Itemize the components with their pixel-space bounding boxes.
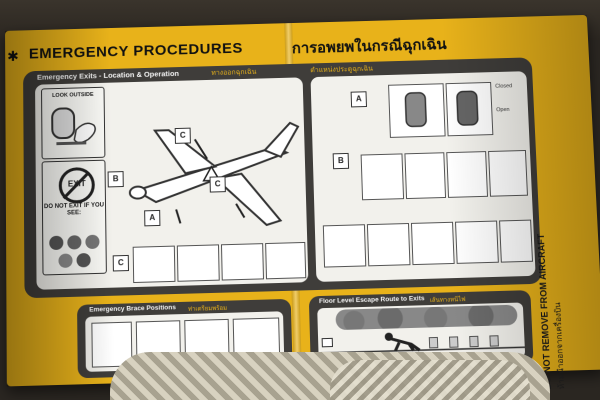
step-c4-illustration — [265, 241, 307, 280]
exit-label-c-right: C — [209, 176, 226, 193]
debris-hazard-icon — [58, 253, 73, 268]
step-label-c: C — [112, 254, 129, 272]
step-label-b: B — [332, 152, 350, 170]
step-d4-illustration — [455, 220, 499, 264]
look-outside-label: LOOK OUTSIDE — [52, 91, 94, 99]
open-label: Open — [496, 106, 510, 114]
card-title-thai: การอพยพในกรณีฉุกเฉิน — [291, 36, 447, 58]
step-a1-illustration — [388, 83, 446, 138]
look-outside-box: LOOK OUTSIDE — [41, 86, 106, 160]
exit-label-c-top: C — [174, 127, 191, 144]
floor-escape-panel: Floor Level Escape Route to Exits เส้นทา… — [308, 290, 534, 370]
obstruction-hazard-icon — [76, 252, 91, 268]
exits-heading: Emergency Exits - Location & Operation — [36, 69, 180, 82]
no-exit-sign-icon: EXIT — [58, 166, 95, 204]
floor-escape-heading: Floor Level Escape Route to Exits — [318, 295, 425, 306]
window-check-icon — [51, 108, 97, 146]
lap-blanket-right — [330, 360, 530, 400]
step-d5-illustration — [499, 219, 534, 263]
exits-heading-thai-2: ตำแหน่งประตูฉุกเฉิน — [310, 65, 374, 75]
step-c2-illustration — [176, 244, 220, 282]
card-title: EMERGENCY PROCEDURES — [28, 39, 244, 63]
safety-card: ✱ EMERGENCY PROCEDURES การอพยพในกรณีฉุกเ… — [5, 14, 600, 390]
smoke-hazard-icon — [67, 235, 82, 250]
door-handle-icon — [389, 84, 445, 137]
brace-heading: Emergency Brace Positions — [89, 304, 176, 314]
step-c1-illustration — [132, 245, 176, 284]
step-b1-illustration — [360, 153, 405, 201]
door-open-icon — [447, 83, 493, 135]
exits-left-sheet: LOOK OUTSIDE EXIT DO NOT EXIT IF YOU SEE… — [35, 77, 309, 290]
water-hazard-icon — [85, 234, 100, 250]
closed-label: Closed — [495, 83, 513, 90]
step-c3-illustration — [220, 243, 265, 281]
exits-panel: Emergency Exits - Location & Operation ท… — [23, 57, 543, 299]
fire-hazard-icon — [49, 235, 64, 251]
exit-label-b-left: B — [107, 171, 124, 188]
do-not-exit-label: DO NOT EXIT IF YOU SEE: — [43, 202, 105, 217]
step-d2-illustration — [366, 222, 411, 267]
airline-logo-icon: ✱ — [7, 48, 19, 64]
exits-right-sheet: A Closed Open B — [310, 71, 536, 282]
exit-label-a-bottom: A — [144, 209, 161, 227]
do-not-remove-text-thai: ห้ามนำออกจากเครื่องบิน — [553, 302, 567, 390]
aircraft-diagram-icon — [128, 117, 307, 226]
exits-heading-thai-1: ทางออกฉุกเฉิน — [211, 68, 257, 77]
step-b4-illustration — [488, 149, 528, 197]
do-not-exit-box: EXIT DO NOT EXIT IF YOU SEE: — [41, 159, 107, 276]
crawling-passenger-icon — [317, 302, 525, 363]
step-a2-illustration — [445, 81, 494, 137]
exit-sign-label: EXIT — [67, 179, 86, 189]
floor-escape-illustration — [317, 302, 526, 364]
do-not-remove-notice: DO NOT REMOVE FROM AIRCRAFT ห้ามนำออกจาก… — [536, 234, 583, 390]
step-d3-illustration — [410, 221, 455, 266]
step-b2-illustration — [404, 152, 447, 200]
step-b3-illustration — [446, 151, 489, 198]
step-d1-illustration — [322, 224, 367, 268]
step-label-a: A — [350, 91, 367, 108]
